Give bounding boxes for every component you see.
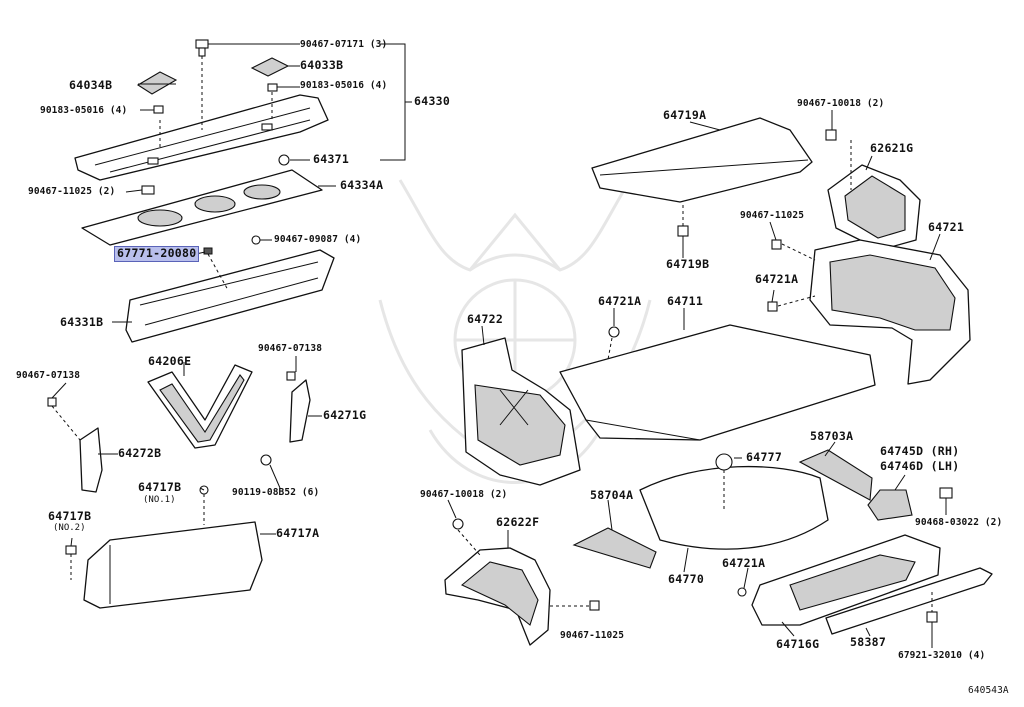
silencer-pad-64334a — [81, 169, 323, 246]
label-58387: 58387 — [850, 635, 887, 649]
pad-58703a — [798, 449, 873, 501]
label-58704a: 58704A — [590, 488, 634, 502]
cap-64034b — [136, 71, 178, 95]
label-64206e: 64206E — [148, 354, 192, 368]
label-64719b: 64719B — [666, 257, 710, 271]
fastener-64721a-bottom — [737, 587, 747, 597]
clip-64719b — [677, 225, 689, 237]
label-64717b-no1: 64717B — [138, 480, 182, 494]
fastener-64721a-top — [767, 301, 778, 312]
clip-64717b-no2 — [65, 545, 77, 555]
label-90183-05016-right: 90183-05016 (4) — [300, 80, 388, 91]
label-90467-11025-bottom: 90467-11025 — [560, 630, 625, 641]
trim-panel-64331b — [125, 235, 335, 343]
bracket-64272b — [79, 427, 103, 493]
label-64716g: 64716G — [776, 637, 820, 651]
package-tray-64330 — [74, 92, 329, 181]
label-64777: 64777 — [746, 450, 783, 464]
label-64745d-rh: 64745D (RH) — [880, 444, 960, 458]
label-90119-08b52: 90119-08B52 (6) — [232, 487, 320, 498]
label-64334a: 64334A — [340, 178, 384, 192]
label-67921-32010: 67921-32010 (4) — [898, 650, 986, 661]
label-64711: 64711 — [667, 294, 704, 308]
cap-64033b — [250, 57, 290, 77]
label-90183-05016-left: 90183-05016 (4) — [40, 105, 128, 116]
bolt-90119 — [260, 454, 272, 466]
label-no2: (NO.2) — [53, 523, 86, 533]
fastener-90467-11025-left — [141, 185, 155, 195]
label-90467-10018-left: 90467-10018 (2) — [420, 489, 508, 500]
fastener-90467-07138-left — [47, 397, 57, 407]
label-64717b-no2: 64717B — [48, 509, 92, 523]
fastener-90467-10018-left — [452, 518, 464, 530]
floor-board-64770 — [639, 453, 829, 550]
label-64719a: 64719A — [663, 108, 707, 122]
cover-64719a — [591, 117, 813, 203]
label-64721a-mid: 64721A — [598, 294, 642, 308]
liner-62621g — [827, 164, 921, 251]
right-leaders — [447, 110, 947, 648]
label-58703a: 58703A — [810, 429, 854, 443]
fastener-90467-07138-right — [286, 371, 296, 381]
fastener-90467-07171 — [195, 39, 209, 130]
pad-58704a — [572, 527, 657, 569]
label-64033b: 64033B — [300, 58, 344, 72]
label-90467-07138-left: 90467-07138 — [16, 370, 81, 381]
label-90467-11025-left: 90467-11025 (2) — [28, 186, 116, 197]
label-64721a-top: 64721A — [755, 272, 799, 286]
label-64271g: 64271G — [323, 408, 367, 422]
label-no1: (NO.1) — [143, 495, 176, 505]
label-90468-03022: 90468-03022 (2) — [915, 517, 1003, 528]
label-64722: 64722 — [467, 312, 504, 326]
rear-trim-64716g — [751, 534, 941, 626]
label-90467-11025-mid: 90467-11025 — [740, 210, 805, 221]
label-90467-07171: 90467-07171 (3) — [300, 39, 388, 50]
label-64371: 64371 — [313, 152, 350, 166]
label-64034b: 64034B — [69, 78, 113, 92]
label-62621g: 62621G — [870, 141, 914, 155]
fastener-90467-11025-bottom — [589, 600, 600, 611]
fastener-90467-11025-mid — [771, 239, 782, 250]
fastener-64721a-mid — [608, 326, 620, 338]
clip-90183-right — [267, 83, 278, 92]
label-67771-20080[interactable]: 67771-20080 — [113, 246, 200, 262]
bracket-64206e — [147, 364, 253, 449]
diagram-id: 640543A — [968, 685, 1009, 696]
trim-panel-64717a — [83, 521, 263, 609]
sill-plate-58387 — [825, 567, 993, 635]
label-62622f: 62622F — [496, 515, 540, 529]
bracket-64271g — [289, 379, 311, 443]
liner-62622f — [444, 547, 551, 646]
fastener-64371 — [278, 154, 290, 166]
clip-90183-left — [153, 105, 164, 114]
liner-64721 — [809, 239, 971, 385]
clip-90468-03022 — [939, 487, 953, 499]
label-64721a-bottom: 64721A — [722, 556, 766, 570]
label-64770: 64770 — [668, 572, 705, 586]
label-90467-09087: 90467-09087 (4) — [274, 234, 362, 245]
fastener-90467-10018-right — [825, 129, 837, 141]
label-64272b: 64272B — [118, 446, 162, 460]
label-64331b: 64331B — [60, 315, 104, 329]
label-64330: 64330 — [414, 94, 451, 108]
stopper-64745d — [867, 489, 913, 521]
label-90467-07138-right: 90467-07138 — [258, 343, 323, 354]
clip-67921-32010 — [926, 611, 938, 623]
label-64717a: 64717A — [276, 526, 320, 540]
label-64746d-lh: 64746D (LH) — [880, 459, 960, 473]
floor-mat-64711 — [559, 324, 876, 441]
label-90467-10018-right: 90467-10018 (2) — [797, 98, 885, 109]
liner-64722 — [461, 337, 581, 486]
label-64721: 64721 — [928, 220, 965, 234]
